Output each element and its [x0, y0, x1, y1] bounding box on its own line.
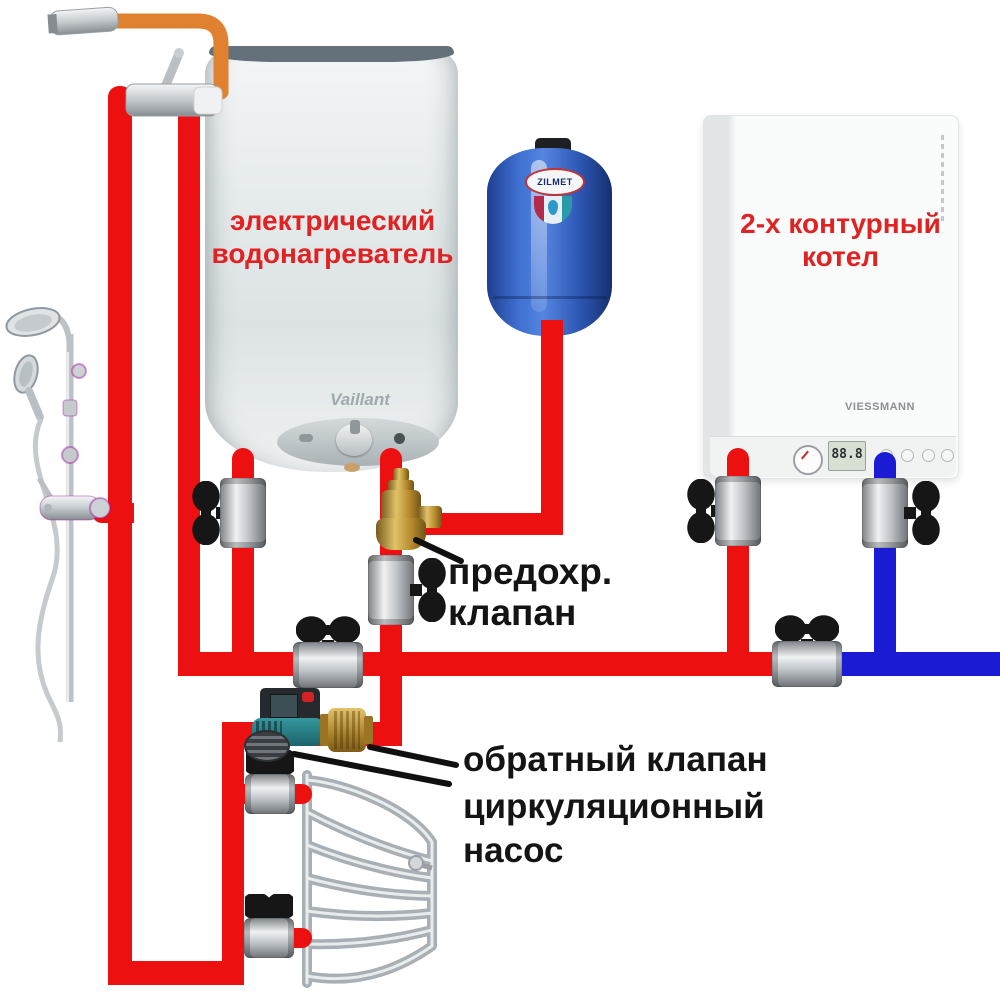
label-water-heater-line2: водонагреватель: [211, 238, 454, 269]
shower-diverter-knob[interactable]: [61, 446, 79, 464]
gas-boiler: [703, 115, 959, 479]
label-water-heater: электрический водонагреватель: [200, 204, 465, 270]
shower-slider-clamp[interactable]: [62, 399, 78, 417]
shower-mixer-lever[interactable]: [37, 477, 53, 499]
pipe-shower-branch: [92, 503, 134, 523]
water-heater-indicator-dot: [394, 433, 405, 444]
boiler-lcd-display: 88.8: [828, 441, 866, 471]
valve-handle[interactable]: [296, 616, 360, 644]
expansion-tank-logo-drop: [548, 200, 558, 215]
valve-body: [715, 476, 761, 546]
water-heater-top-edge: [209, 46, 454, 62]
shower-mixer-body: [39, 495, 101, 521]
valve-handle[interactable]: [912, 481, 940, 545]
hand-shower-handle: [25, 387, 44, 421]
pipe-return-vertical: [222, 722, 244, 985]
pipe-bottom-horizontal: [108, 961, 244, 985]
water-heater-drain-fitting: [344, 463, 360, 472]
shower-set: [5, 307, 111, 743]
faucet-lever-tip: [174, 48, 184, 58]
pipe-faucet-hot-vertical: [178, 86, 200, 676]
water-heater-slot: [299, 434, 313, 442]
hand-shower-head[interactable]: [10, 353, 41, 395]
check-valve: [320, 708, 374, 752]
safety-valve-body: [381, 490, 421, 522]
circulation-pump: [244, 686, 334, 762]
faucet-orange-spout-pipe: [78, 13, 229, 100]
check-valve-nut-left: [320, 714, 330, 746]
check-valve-nut-right: [364, 716, 373, 744]
valve-body: [245, 774, 295, 814]
valve-body: [244, 918, 294, 958]
safety-valve-neck: [388, 480, 414, 492]
valve-handle[interactable]: [775, 615, 839, 643]
faucet-spout: [49, 6, 119, 36]
boiler-button-3[interactable]: [922, 449, 935, 462]
valve-handle[interactable]: [418, 558, 446, 622]
pipe-main-horizontal: [178, 652, 780, 676]
expansion-tank-seam: [493, 296, 607, 299]
boiler-button-2[interactable]: [901, 449, 914, 462]
valve-body: [862, 478, 908, 548]
label-pump-line2: насос: [463, 831, 564, 870]
callout-line-check-valve: [367, 744, 459, 768]
safety-valve-bell: [376, 518, 426, 550]
rain-shower-face: [14, 314, 52, 332]
valve-handle[interactable]: [192, 481, 220, 545]
boiler-button-4[interactable]: [941, 449, 954, 462]
radiator-air-vent: [408, 855, 424, 871]
shower-hose: [33, 417, 63, 743]
valve-handle[interactable]: [687, 479, 715, 543]
expansion-tank-logo-oval: ZILMET: [525, 168, 585, 196]
pipe-expansion-tank-vertical: [541, 320, 563, 535]
label-safety-valve-line2: клапан: [448, 592, 577, 633]
radiator-valve-stub: [416, 861, 433, 871]
pipe-cold-main-vertical: [108, 86, 132, 985]
pipe-blue-horizontal: [838, 652, 1000, 676]
label-boiler: 2-х контурный котел: [718, 207, 963, 273]
safety-valve-cap: [393, 468, 409, 482]
label-pump-line1: циркуляционный: [463, 787, 765, 826]
label-circulation-pump: циркуляционный насос: [463, 785, 765, 873]
pump-red-button[interactable]: [302, 692, 314, 702]
shower-wall-bracket: [71, 363, 87, 379]
pump-volute: [244, 730, 290, 762]
label-boiler-line1: 2-х контурный: [740, 208, 941, 239]
valve-body: [220, 478, 266, 548]
valve-body: [772, 641, 842, 687]
shower-mixer-screw: [44, 504, 52, 512]
valve-body: [293, 642, 363, 688]
label-water-heater-line1: электрический: [229, 205, 436, 236]
water-heater-brand-logo: Vaillant: [330, 390, 390, 409]
faucet-aerator: [47, 13, 58, 34]
safety-valve: [376, 468, 446, 554]
label-safety-valve: предохр. клапан: [448, 551, 612, 633]
callout-line-pump: [291, 751, 452, 787]
boiler-brand-logo: VIESSMANN: [845, 401, 915, 413]
label-boiler-line2: котел: [801, 241, 880, 272]
hand-shower-face: [19, 361, 33, 387]
boiler-model-text-vertical: [941, 135, 944, 223]
pipe-expansion-tank-horizontal: [420, 513, 563, 535]
label-check-valve: обратный клапан: [463, 740, 768, 779]
rain-shower-head: [5, 307, 61, 337]
faucet-lever-handle[interactable]: [158, 51, 183, 97]
shower-arm: [38, 312, 73, 353]
water-heater-dial-tab: [350, 420, 360, 434]
check-valve-ribs: [334, 711, 360, 749]
check-valve-body: [328, 708, 366, 752]
boiler-pressure-gauge: [793, 445, 823, 475]
label-safety-valve-line1: предохр.: [448, 551, 613, 592]
pump-display: [270, 694, 298, 718]
electric-water-heater: [205, 48, 458, 472]
valve-body: [368, 555, 414, 625]
